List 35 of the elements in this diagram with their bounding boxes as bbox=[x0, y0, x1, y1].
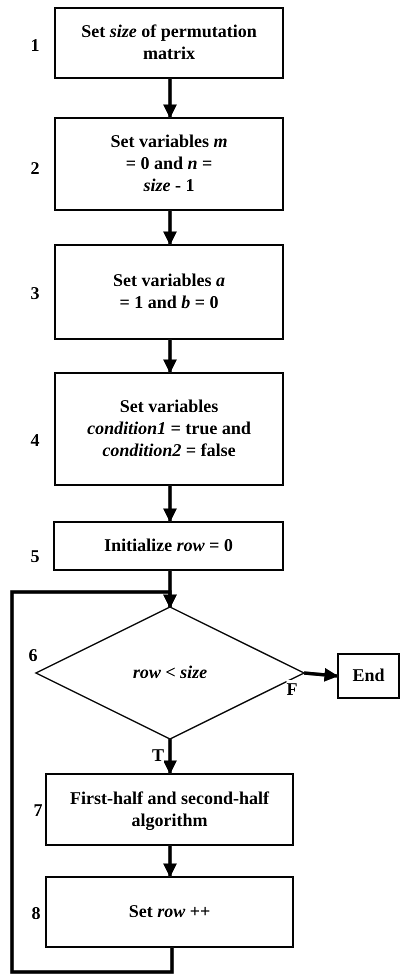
step-text: row < size bbox=[132, 662, 208, 684]
step-number: 7 bbox=[34, 801, 42, 819]
arrow bbox=[163, 486, 177, 522]
process-box bbox=[54, 7, 284, 79]
step-text: Set row ++ bbox=[128, 901, 210, 923]
edge-label: T bbox=[152, 746, 164, 764]
step-number: 1 bbox=[30, 36, 40, 54]
step-number: 4 bbox=[30, 431, 40, 449]
arrow bbox=[163, 846, 177, 878]
step-text: Initialize row = 0 bbox=[104, 535, 233, 557]
edge-label: F bbox=[286, 680, 298, 698]
step-text: End bbox=[352, 665, 385, 687]
process-box bbox=[54, 372, 284, 486]
step-text: Set variables condition1 = true and condition2 = false bbox=[86, 396, 252, 462]
process-box bbox=[54, 117, 284, 211]
step-text: Set variables m = 0 and n = size - 1 bbox=[110, 131, 228, 197]
terminal-box bbox=[337, 653, 400, 699]
arrow bbox=[163, 211, 177, 246]
process-box bbox=[45, 773, 294, 846]
arrow bbox=[10, 590, 177, 974]
step-text: Set size of permutation matrix bbox=[80, 21, 258, 65]
step-text: First-half and second-half algorithm bbox=[68, 788, 270, 832]
step-text: Set variables a = 1 and b = 0 bbox=[112, 270, 226, 314]
arrow bbox=[304, 668, 338, 682]
process-box bbox=[53, 521, 284, 571]
step-number: 6 bbox=[28, 646, 38, 664]
step-number: 3 bbox=[30, 284, 40, 302]
arrow bbox=[163, 79, 177, 118]
step-number: 8 bbox=[32, 904, 40, 922]
process-box bbox=[45, 876, 294, 948]
process-box bbox=[54, 244, 284, 340]
arrow bbox=[163, 340, 177, 374]
arrow bbox=[163, 739, 177, 774]
step-number: 5 bbox=[30, 547, 40, 565]
step-number: 2 bbox=[30, 159, 40, 177]
